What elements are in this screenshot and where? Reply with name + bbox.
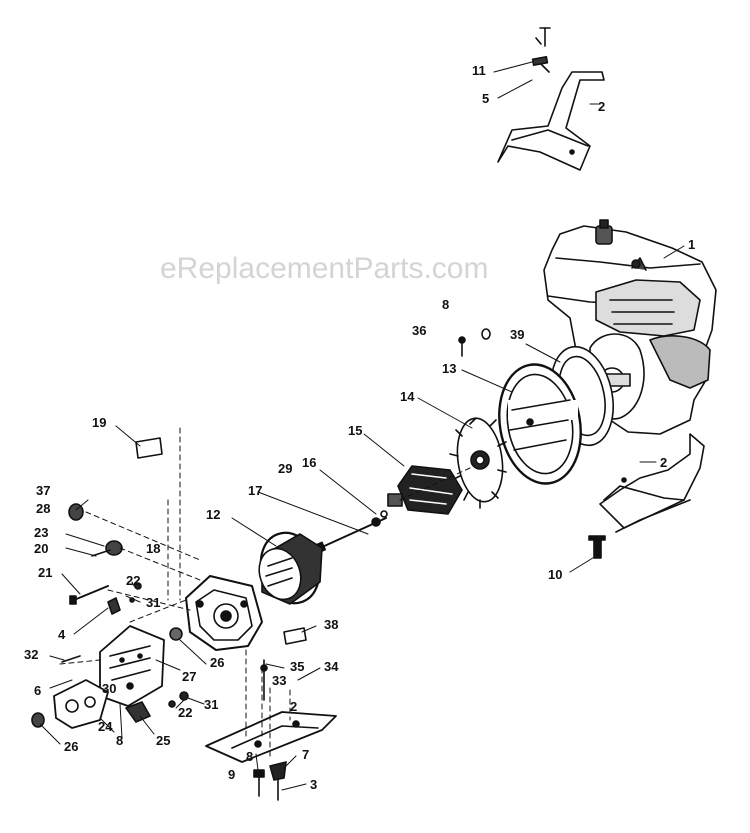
watermark-text: eReplacementParts.com [160,252,489,285]
callout-8: 8 [442,297,450,312]
callout-17: 17 [248,483,263,498]
callout-36: 36 [412,323,427,338]
callout-19: 19 [92,415,107,430]
callout-18: 18 [146,541,161,556]
callout-26: 26 [210,655,225,670]
callout-34: 34 [324,659,339,674]
receptacle-plate-part [53,679,109,729]
callout-26: 26 [64,739,79,754]
callout-28: 28 [36,501,51,516]
cooling-fan-part [449,417,507,509]
callout-4: 4 [58,627,66,642]
callout-8: 8 [116,733,124,748]
rotor-housing-part [498,363,582,485]
callout-37: 37 [36,483,51,498]
callout-15: 15 [348,423,363,438]
callout-14: 14 [400,389,415,404]
callout-27: 27 [182,669,197,684]
callout-20: 20 [34,541,49,556]
callout-25: 25 [156,733,171,748]
guide-lines [59,427,471,761]
right-bracket-part [588,433,705,559]
callout-22: 22 [126,573,141,588]
callout-32: 32 [24,647,39,662]
callout-39: 39 [510,327,525,342]
leader-lines [39,61,685,791]
callout-29: 29 [278,461,293,476]
end-bell-housing-part [185,575,263,651]
callout-31: 31 [146,595,161,610]
callout-5: 5 [482,91,490,106]
callout-3: 3 [310,777,318,792]
callout-7: 7 [302,747,310,762]
rotor-part [387,465,463,515]
callout-24: 24 [98,719,113,734]
callout-2: 2 [598,99,606,114]
base-plate-part [205,711,337,801]
callout-6: 6 [34,683,42,698]
callout-8: 8 [246,749,254,764]
callout-31: 31 [204,697,219,712]
callout-22: 22 [178,705,193,720]
callout-11: 11 [472,63,486,78]
callout-30: 30 [102,681,117,696]
callout-1: 1 [688,237,696,252]
callout-13: 13 [442,361,457,376]
callout-12: 12 [206,507,221,522]
callout-23: 23 [34,525,49,540]
callout-38: 38 [324,617,339,632]
callout-10: 10 [548,567,563,582]
callout-2: 2 [290,699,298,714]
callout-21: 21 [38,565,53,580]
armature-part [258,531,323,605]
callout-33: 33 [272,673,287,688]
callout-9: 9 [228,767,236,782]
callout-2: 2 [660,455,668,470]
callout-35: 35 [290,659,305,674]
top-bracket-part [497,27,605,171]
callout-16: 16 [302,455,317,470]
